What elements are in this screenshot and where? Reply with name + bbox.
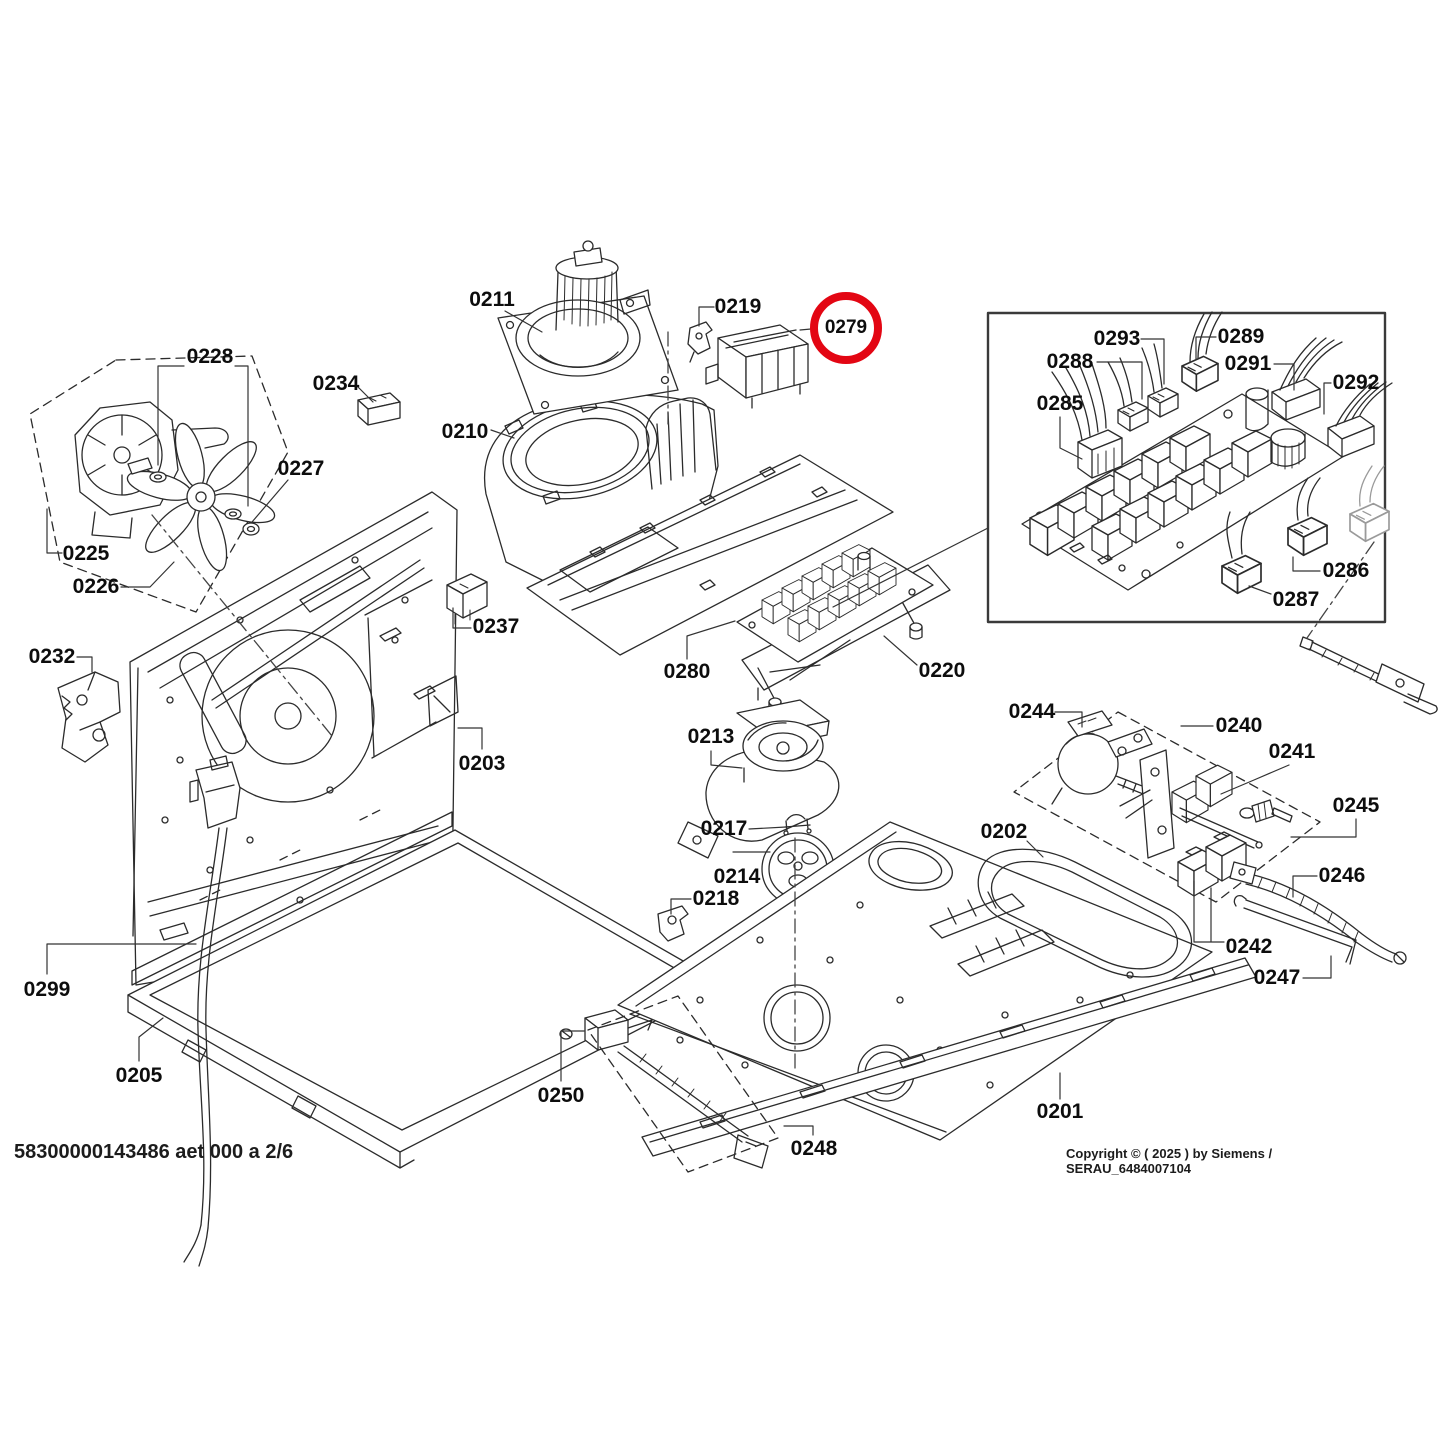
part-label-0248: 0248 (790, 1137, 838, 1160)
copyright-text: Copyright © ( 2025 ) by Siemens / SERAU_… (1066, 1146, 1273, 1176)
part-label-0250: 0250 (537, 1084, 585, 1107)
part-label-0201: 0201 (1036, 1100, 1084, 1123)
part-0227-art (242, 522, 260, 536)
part-0213-art (677, 687, 840, 859)
grill-rod-art (1299, 636, 1438, 715)
part-0210-art (484, 394, 894, 656)
part-label-0211: 0211 (469, 288, 515, 311)
part-label-0288: 0288 (1046, 350, 1094, 373)
part-0299-art (183, 755, 241, 1267)
part-0219-art (687, 321, 713, 363)
part-0234-art (357, 392, 401, 426)
part-label-0210: 0210 (441, 420, 489, 443)
part-label-0228: 0228 (186, 345, 234, 368)
part-label-0286: 0286 (1322, 559, 1370, 582)
part-label-0227: 0227 (277, 457, 325, 480)
part-label-0245: 0245 (1332, 794, 1380, 817)
part-label-0292: 0292 (1332, 371, 1380, 394)
part-0203-art (129, 491, 459, 986)
part-label-0285: 0285 (1036, 392, 1084, 415)
part-label-0244: 0244 (1008, 700, 1056, 723)
right-lower-group-art (1013, 710, 1407, 965)
part-label-0299: 0299 (23, 978, 71, 1001)
part-label-0246: 0246 (1318, 864, 1366, 887)
part-label-0241: 0241 (1268, 740, 1316, 763)
part-label-0237: 0237 (472, 615, 520, 638)
part-0226-art (126, 422, 276, 572)
part-label-0205: 0205 (115, 1064, 163, 1087)
part-0211-art (497, 240, 679, 415)
part-label-0218: 0218 (692, 887, 740, 910)
part-0201-art (641, 957, 1257, 1157)
left-fan-group-art (29, 355, 401, 613)
axis-lines (151, 331, 1375, 1073)
part-0247-art (1233, 894, 1357, 965)
part-0232-art (57, 671, 121, 763)
part-0246-art (1229, 861, 1407, 965)
part-label-0287: 0287 (1272, 588, 1320, 611)
leader-lines (46, 306, 1357, 1136)
part-label-0226: 0226 (72, 575, 120, 598)
part-0279-art (705, 324, 809, 409)
part-label-0242: 0242 (1225, 935, 1273, 958)
document-code: 58300000143486 aet 000 a 2/6 (14, 1141, 294, 1163)
part-label-0202: 0202 (980, 820, 1028, 843)
part-label-0291: 0291 (1224, 352, 1272, 375)
part-0241-art (1119, 749, 1263, 859)
part-label-0217: 0217 (700, 817, 748, 840)
part-0245-art (1239, 799, 1293, 823)
part-label-0219: 0219 (714, 295, 762, 318)
part-0218-art (657, 905, 689, 942)
part-label-0213: 0213 (687, 725, 735, 748)
part-label-0247: 0247 (1253, 966, 1301, 989)
part-0280-art (736, 544, 934, 663)
part-label-0232: 0232 (28, 645, 76, 668)
part-label-0220: 0220 (918, 659, 966, 682)
part-label-0240: 0240 (1215, 714, 1263, 737)
part-label-0234: 0234 (312, 372, 360, 395)
part-label-0225: 0225 (62, 542, 110, 565)
part-0237-art (446, 573, 488, 625)
part-label-0280: 0280 (663, 660, 711, 683)
part-0248-art (587, 995, 779, 1173)
part-label-0203: 0203 (458, 752, 506, 775)
part-label-0214: 0214 (713, 865, 761, 888)
part-label-0279: 0279 (810, 292, 882, 364)
part-label-0289: 0289 (1217, 325, 1265, 348)
part-label-0293: 0293 (1093, 327, 1141, 350)
part-0242-art (1177, 831, 1247, 897)
